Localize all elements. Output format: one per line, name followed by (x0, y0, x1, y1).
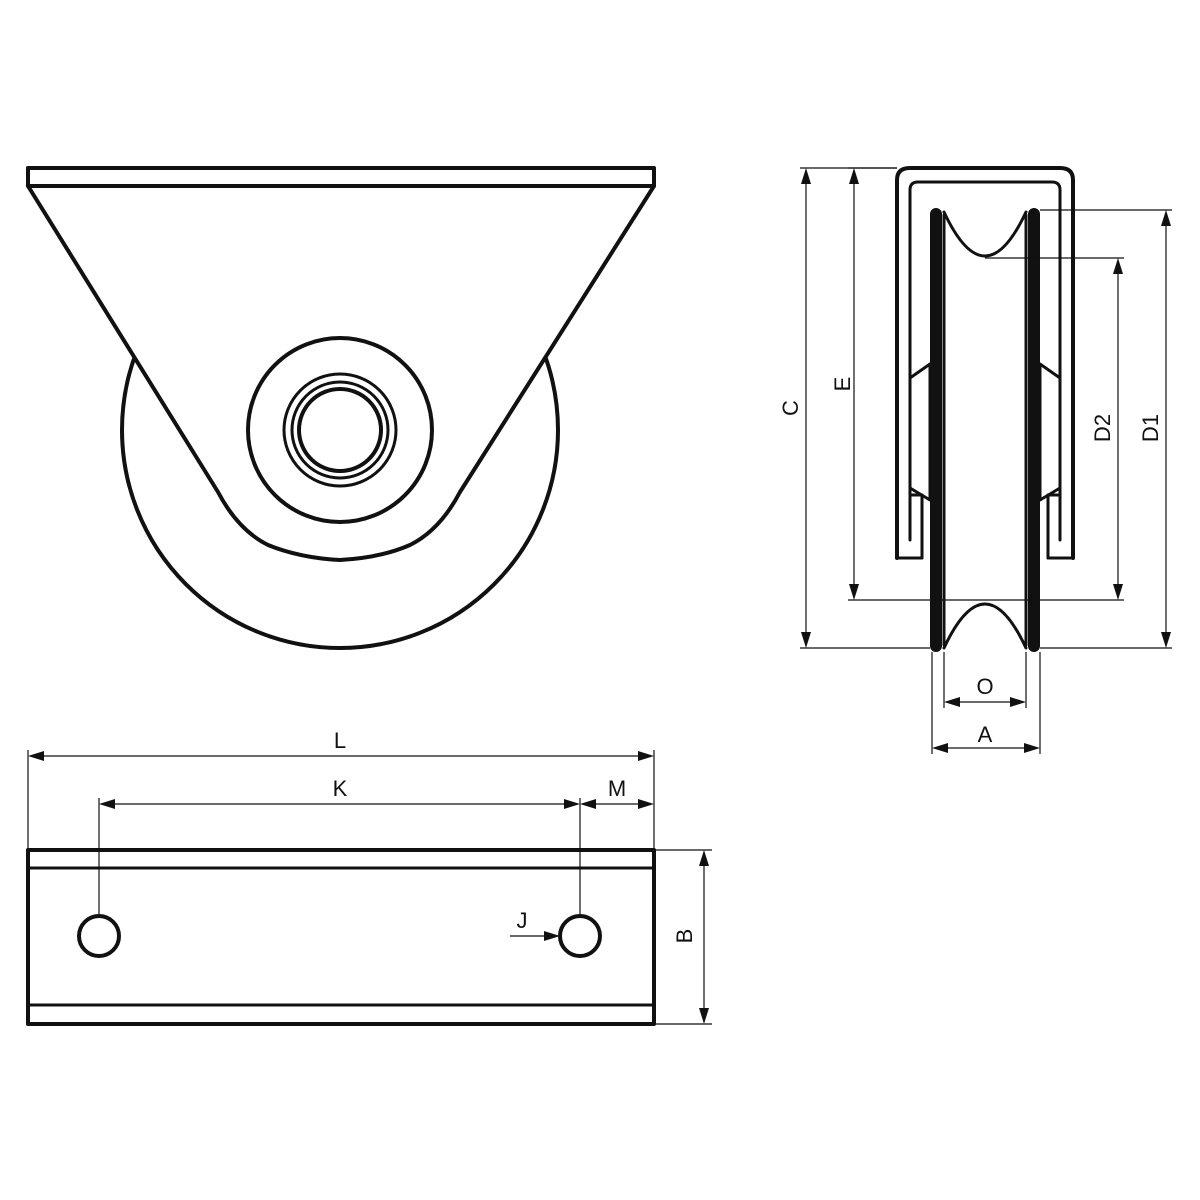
side-bracket-right-taper (1038, 362, 1062, 502)
arrow-b-top (699, 850, 709, 866)
plate-view (26, 848, 656, 1026)
dim-label-j: J (517, 908, 528, 933)
arrow-a-left (932, 743, 948, 753)
arrow-a-right (1024, 743, 1040, 753)
arrow-k-right (564, 799, 580, 809)
dim-label-l: L (334, 728, 346, 753)
front-view (26, 166, 656, 650)
arrow-d1-top (1161, 210, 1171, 226)
arrow-o-left (944, 697, 960, 707)
arrow-d2-bottom (1113, 584, 1123, 600)
wheel-groove-bottom (942, 602, 1028, 650)
side-view (895, 166, 1075, 652)
arrow-c-top (801, 168, 811, 184)
hub-outer-ring (246, 336, 434, 524)
arrow-c-bottom (801, 632, 811, 648)
dim-label-b: B (672, 929, 697, 944)
dim-label-m: M (608, 776, 626, 801)
axle-bore (297, 387, 383, 473)
dim-label-c: C (778, 400, 803, 416)
side-bracket-inner (908, 180, 1062, 542)
bearing-ring-outer (282, 372, 398, 488)
plate-outline (26, 848, 656, 1026)
arrow-d2-top (1113, 258, 1123, 274)
dim-label-e: E (830, 377, 855, 392)
arrow-d1-bottom (1161, 632, 1171, 648)
side-bracket-outer (895, 166, 1075, 560)
dim-label-o: O (976, 674, 993, 699)
wheel-groove-top (942, 210, 1028, 258)
arrow-m-left (580, 799, 596, 809)
arrow-l-left (28, 751, 44, 761)
bearing-ring-middle (290, 380, 390, 480)
dim-label-a: A (978, 722, 993, 747)
dim-label-k: K (333, 776, 348, 801)
arrow-k-left (99, 799, 115, 809)
arrow-b-bottom (699, 1008, 709, 1024)
wheel-right-flange (1028, 208, 1040, 652)
mounting-hole-right (558, 914, 602, 958)
plate-view-dimensions: L K M J B (27, 728, 712, 1025)
arrow-l-right (638, 751, 654, 761)
arrow-e-bottom (849, 584, 859, 600)
mounting-hole-left (77, 914, 121, 958)
arrow-m-right (638, 799, 654, 809)
dim-label-d1: D1 (1138, 414, 1163, 442)
dim-label-d2: D2 (1090, 414, 1115, 442)
arrow-o-right (1010, 697, 1026, 707)
arrow-j (544, 931, 560, 941)
side-view-dimensions: C E D2 D1 O A (778, 167, 1172, 754)
wheel-left-flange (930, 208, 942, 652)
side-bracket-left-taper (908, 362, 932, 502)
arrow-e-top (849, 168, 859, 184)
bracket-top-plate (26, 166, 656, 188)
